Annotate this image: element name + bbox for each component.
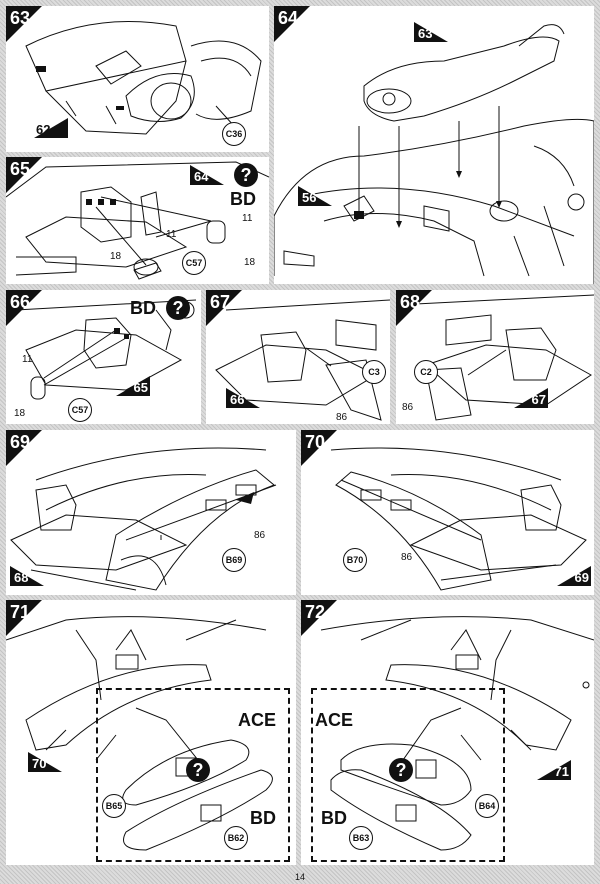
step-71-variant-b: BD [250,808,276,828]
step-65-number: 65 [10,159,31,179]
step-68-part-badge: C2 [414,360,438,384]
step-71-ref-flag: 70 [28,752,62,772]
step-64-ref-top-flag: 63 [414,22,448,42]
step-65-callout-11b: 11 [166,229,177,240]
step-69-callout-86: 86 [254,530,266,541]
step-65-callout-18b: 18 [244,257,256,268]
step-72-question-icon: ? [389,758,413,782]
step-65-variant: BD [230,189,256,209]
step-71-part-b-badge: B62 [224,826,248,850]
step-63-corner [6,6,42,42]
step-71-ref: 70 [32,756,47,771]
step-63-number: 63 [10,8,31,28]
step-67-number: 67 [210,292,231,312]
step-67-ref-flag: 66 [226,388,260,408]
step-63-ref: 62 [36,122,51,137]
step-72-variant-box [311,688,505,862]
step-72-ref-flag: 71 [537,760,571,780]
step-69-number: 69 [10,432,31,452]
step-66-ref: 65 [133,380,148,395]
step-68-drawing [396,294,594,421]
step-65-callout-18a: 18 [110,251,122,262]
step-67-ref: 66 [230,392,245,407]
step-69-corner [6,430,42,466]
step-64-drawing [274,24,594,284]
step-70-ref-flag: 69 [557,566,591,586]
step-68-panel: 68 C2 86 67 [396,290,594,424]
step-64-ref-side-flag: 56 [298,186,332,206]
step-68-ref-flag: 67 [514,388,548,408]
step-71-variant-a: ACE [238,710,277,730]
step-69-panel: 69 B69 86 68 [6,430,296,595]
step-70-drawing [330,447,587,591]
step-70-ref: 69 [574,570,589,585]
step-65-callout-11a: 11 [242,213,253,224]
step-63-ref-flag: 62 [34,118,68,138]
step-72-number: 72 [305,602,326,622]
step-71-panel: 71 70 ACE ? BD B65 B62 [6,600,296,865]
step-65-corner [6,157,42,193]
step-67-callout-86: 86 [336,412,348,423]
step-65-question-icon: ? [234,163,258,187]
step-72-part-a-badge: B64 [475,794,499,818]
step-63-drawing [25,21,262,135]
step-66-callout-11: 11 [22,354,33,365]
step-67-part-badge: C3 [362,360,386,384]
step-72-variant-b: BD [321,808,347,828]
step-66-panel: 66 BD ? 11 18 C57 65 [6,290,201,424]
step-68-number: 68 [400,292,421,312]
step-64-number: 64 [278,8,299,28]
step-69-ref: 68 [14,570,29,585]
step-65-drawing [6,161,269,280]
step-65-panel: 65 64 ? BD 11 11 18 18 C57 [6,157,269,284]
step-70-callout-86: 86 [401,552,413,563]
step-66-callout-18: 18 [14,408,26,419]
step-70-panel: 70 B70 86 69 [301,430,594,595]
step-71-number: 71 [10,602,31,622]
step-71-variant-box [96,688,290,862]
step-64-ref-top: 63 [418,26,433,41]
step-72-corner [301,600,337,636]
step-66-corner [6,290,42,326]
step-70-part-badge: B70 [343,548,367,572]
step-68-callout-86: 86 [402,402,414,413]
step-64-panel: 64 63 56 [274,6,594,284]
page-number: 14 [294,872,305,882]
step-71-part-a-badge: B65 [102,794,126,818]
step-65-ref: 64 [194,169,209,184]
step-67-corner [206,290,242,326]
step-68-ref: 67 [531,392,546,407]
step-64-ref-side: 56 [302,190,317,205]
step-66-question-icon: ? [166,296,190,320]
step-72-variant-a: ACE [315,710,354,730]
step-70-corner [301,430,337,466]
step-70-number: 70 [305,432,326,452]
step-63-part-badge: C36 [222,122,246,146]
step-66-variant: BD [130,298,156,318]
step-65-part-badge: C57 [182,251,206,275]
step-71-question-icon: ? [186,758,210,782]
step-64-corner [274,6,310,42]
step-66-number: 66 [10,292,31,312]
step-72-panel: 72 71 ACE ? BD B64 B63 [301,600,594,865]
step-72-drawing [320,616,594,851]
step-66-part-badge: C57 [68,398,92,422]
step-69-ref-flag: 68 [10,566,44,586]
step-69-part-badge: B69 [222,548,246,572]
step-71-corner [6,600,42,636]
step-72-part-b-badge: B63 [349,826,373,850]
step-65-ref-flag: 64 [190,165,224,185]
step-66-ref-flag: 65 [116,376,150,396]
step-68-corner [396,290,432,326]
step-66-drawing [15,299,197,400]
step-67-panel: 67 C3 86 66 [206,290,390,424]
step-72-ref: 71 [554,764,569,779]
step-71-drawing [6,616,273,851]
step-63-panel: 63 62 C36 [6,6,269,152]
step-69-drawing [10,447,277,591]
